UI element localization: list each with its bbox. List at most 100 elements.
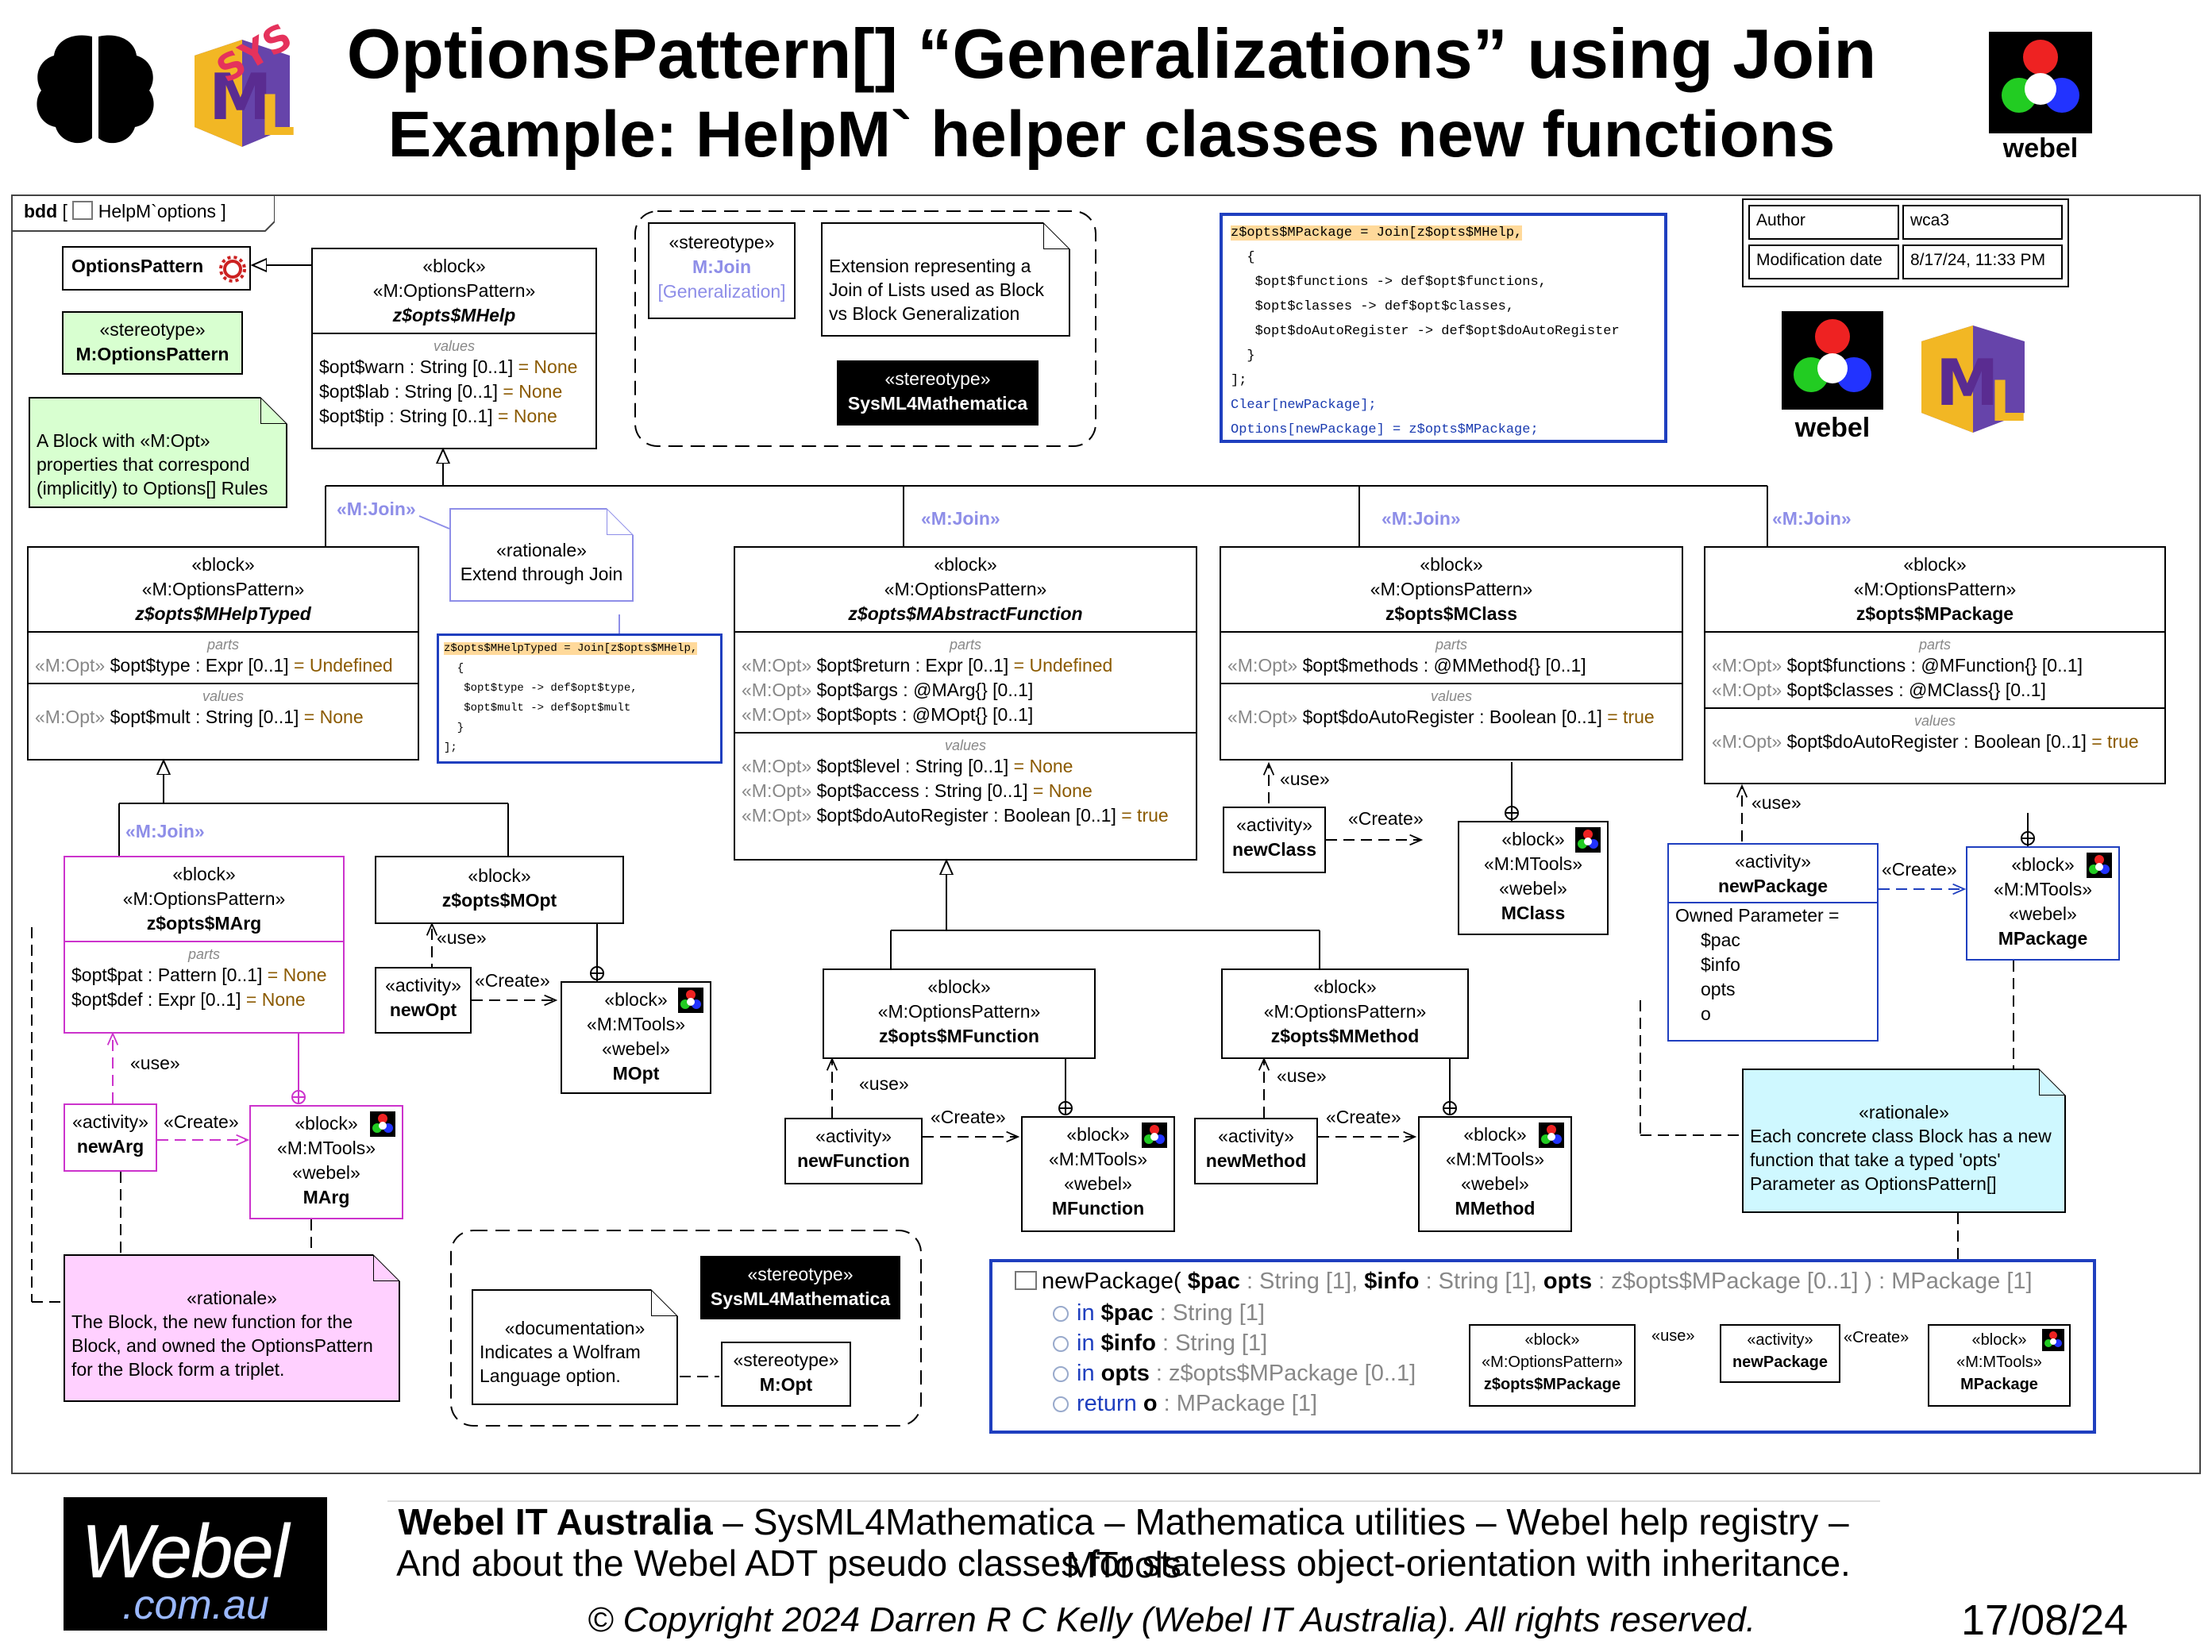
- mini-block-mpackage-options[interactable]: «block»«M:OptionsPattern»z$opts$MPackage: [1469, 1324, 1636, 1407]
- use-label: «use»: [437, 927, 487, 948]
- attr-row: «M:Opt» $opt$return : Expr [0..1] = Unde…: [742, 655, 1113, 676]
- block-marg[interactable]: «block» «M:OptionsPattern» z$opts$MArg p…: [64, 856, 345, 1034]
- stereotype-optionspattern[interactable]: «stereotype» M:OptionsPattern: [62, 311, 243, 375]
- mtools-mclass[interactable]: «block»«M:MTools»«webel»MClass: [1458, 821, 1609, 935]
- stereotype-kw: «stereotype»: [669, 232, 775, 252]
- footer-line1-rest: – SysML4Mathematica – Mathematica utilit…: [712, 1501, 1849, 1585]
- mtools-mmethod[interactable]: «block»«M:MTools»«webel»MMethod: [1418, 1116, 1572, 1232]
- param-row[interactable]: in $info : String [1]: [1053, 1329, 1267, 1358]
- activity-newmethod[interactable]: «activity»newMethod: [1194, 1118, 1318, 1184]
- signature-line[interactable]: newPackage( $pac : String [1], $info : S…: [1015, 1267, 2033, 1296]
- attr-row: $opt$tip : String [0..1] = None: [319, 406, 557, 426]
- stereotype-sysml4m-2[interactable]: «stereotype» SysML4Mathematica: [700, 1256, 900, 1319]
- svg-text:L: L: [260, 83, 295, 148]
- code-line: ];: [1231, 373, 1247, 388]
- stereotype-mjoin[interactable]: «stereotype» M:Join [Generalization]: [648, 222, 796, 319]
- code-line: z$opts$MHelpTyped = Join[z$opts$MHelp,: [444, 642, 698, 655]
- activity-newpackage[interactable]: «activity»newPackage Owned Parameter = $…: [1667, 843, 1879, 1042]
- mtools-marg[interactable]: «block»«M:MTools»«webel»MArg: [249, 1105, 403, 1219]
- block-name: MArg: [303, 1187, 350, 1207]
- footer-copyright: © Copyright 2024 Darren R C Kelly (Webel…: [588, 1600, 1756, 1639]
- compartment-title: values: [202, 688, 245, 704]
- block-name: MOpt: [612, 1063, 660, 1084]
- activity-kw: «activity»: [1218, 1126, 1294, 1146]
- svg-text:M: M: [209, 60, 272, 134]
- use-label: «use»: [1277, 1065, 1327, 1086]
- moddate-value: 8/17/24, 11:33 PM: [1902, 245, 2063, 279]
- block-kw: «block»: [422, 256, 486, 276]
- attr-row: $opt$lab : String [0..1] = None: [319, 381, 563, 402]
- footer-line1: Webel IT Australia – SysML4Mathematica –…: [349, 1500, 1898, 1586]
- stereotype-mopt[interactable]: «stereotype» M:Opt: [721, 1342, 851, 1407]
- block-kw3: «webel»: [292, 1162, 360, 1183]
- param-type: : String [1],: [1239, 1269, 1365, 1294]
- activity-name: newArg: [76, 1136, 145, 1157]
- block-kw: «block»: [468, 865, 531, 886]
- meta-table: Author wca3 Modification date 8/17/24, 1…: [1742, 198, 2069, 287]
- block-kw: «block»: [172, 864, 236, 884]
- footer-logo-sub: .com.au: [122, 1582, 269, 1628]
- block-mpackage[interactable]: «block» «M:OptionsPattern» z$opts$MPacka…: [1704, 546, 2166, 784]
- mtools-mopt[interactable]: «block»«M:MTools»«webel»MOpt: [561, 981, 711, 1094]
- footer-logo-main: Webel: [81, 1509, 289, 1594]
- param-row[interactable]: in $pac : String [1]: [1053, 1299, 1265, 1328]
- param-row[interactable]: return o : MPackage [1]: [1053, 1389, 1317, 1419]
- doc-kw: «documentation»: [504, 1318, 645, 1338]
- webel-mini-icon: [370, 1111, 395, 1137]
- block-kw: «block»: [1903, 554, 1967, 575]
- block-kw2: «M:OptionsPattern»: [877, 1001, 1041, 1022]
- frame-kind: bdd: [24, 201, 58, 221]
- optionspattern-block[interactable]: OptionsPattern: [62, 246, 251, 291]
- mtools-mpackage[interactable]: «block»«M:MTools»«webel»MPackage: [1966, 846, 2120, 961]
- activity-name: newFunction: [797, 1150, 910, 1171]
- compartment-title: values: [1913, 713, 1956, 729]
- activity-newclass[interactable]: «activity»newClass: [1223, 807, 1326, 873]
- activity-newarg[interactable]: «activity»newArg: [64, 1103, 157, 1172]
- block-name: z$opts$MPackage: [1856, 603, 2014, 624]
- rationale-text: Each concrete class Block has a new func…: [1750, 1126, 2052, 1194]
- block-name: z$opts$MHelp: [392, 305, 516, 325]
- mini-activity-newpackage[interactable]: «activity»newPackage: [1720, 1324, 1840, 1383]
- webel-mini-icon: [678, 988, 703, 1013]
- rationale-kw: «rationale»: [187, 1288, 277, 1308]
- block-name: z$opts$MPackage: [1483, 1376, 1621, 1393]
- block-kw2: «M:MTools»: [1049, 1149, 1147, 1169]
- join-label: «M:Join»: [337, 499, 416, 519]
- param-row[interactable]: in opts : z$opts$MPackage [0..1]: [1053, 1359, 1416, 1388]
- operation-icon: [1015, 1271, 1037, 1290]
- activity-newfunction[interactable]: «activity»newFunction: [784, 1118, 923, 1184]
- webel-logo-label: webel: [2002, 133, 2079, 164]
- block-mfunction[interactable]: «block» «M:OptionsPattern» z$opts$MFunct…: [823, 968, 1096, 1059]
- block-name: z$opts$MFunction: [879, 1026, 1039, 1046]
- doc-text: Indicates a Wolfram Language option.: [480, 1342, 641, 1386]
- block-mmethod[interactable]: «block» «M:OptionsPattern» z$opts$MMetho…: [1221, 968, 1469, 1059]
- mini-block-mpackage-tools[interactable]: «block»«M:MTools»MPackage: [1928, 1324, 2071, 1407]
- block-mhelptyped[interactable]: «block» «M:OptionsPattern» z$opts$MHelpT…: [27, 546, 419, 761]
- block-mhelp[interactable]: «block» «M:OptionsPattern» z$opts$MHelp …: [311, 248, 597, 449]
- note-join: Extension representing a Join of Lists u…: [821, 222, 1070, 337]
- block-name: MPackage: [1960, 1376, 2038, 1393]
- op-name: newPackage(: [1042, 1269, 1188, 1294]
- compartment-title: values: [944, 737, 987, 753]
- gear-icon: [219, 256, 246, 283]
- rationale-text: Extend through Join: [460, 564, 623, 584]
- svg-text:M: M: [1936, 346, 1999, 420]
- owned-parameter: $info: [1701, 954, 1740, 975]
- activity-kw: «activity»: [1735, 851, 1811, 872]
- block-mopt[interactable]: «block» z$opts$MOpt: [375, 856, 624, 924]
- block-kw: «block»: [1971, 1331, 2027, 1349]
- block-name: MMethod: [1455, 1198, 1536, 1219]
- mtools-mfunction[interactable]: «block»«M:MTools»«webel»MFunction: [1021, 1116, 1175, 1232]
- activity-name: newOpt: [389, 999, 457, 1020]
- block-kw2: «M:OptionsPattern»: [1370, 579, 1533, 599]
- stereotype-sysml4m-1[interactable]: «stereotype» SysML4Mathematica: [837, 360, 1039, 426]
- block-mclass[interactable]: «block» «M:OptionsPattern» z$opts$MClass…: [1220, 546, 1683, 761]
- stereotype-sub: [Generalization]: [657, 281, 786, 302]
- activity-newopt[interactable]: «activity»newOpt: [375, 967, 472, 1034]
- attr-row: «M:Opt» $opt$access : String [0..1] = No…: [742, 780, 1093, 801]
- compartment-title: parts: [1918, 637, 1952, 653]
- block-mabstractfunction[interactable]: «block» «M:OptionsPattern» z$opts$MAbstr…: [734, 546, 1197, 861]
- block-kw: «block»: [1420, 554, 1483, 575]
- create-label: «Create»: [164, 1111, 239, 1132]
